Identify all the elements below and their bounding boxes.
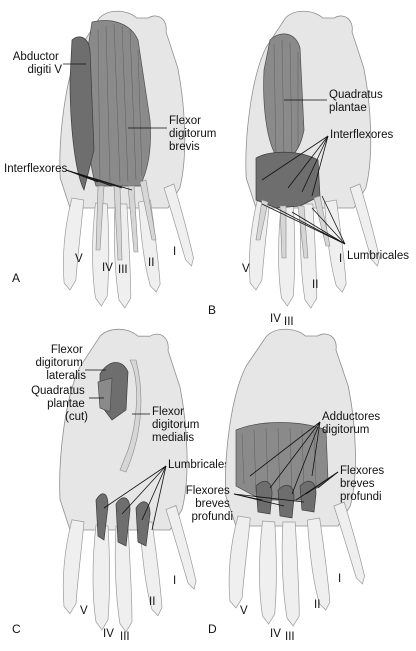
panel-d-letter: D bbox=[208, 622, 217, 636]
panel-a-interflexores-label: Interflexores bbox=[4, 163, 68, 175]
panel-d-flexores-left-label: Flexores breves profundi bbox=[186, 485, 233, 523]
panel-d-digit-i: I bbox=[338, 573, 341, 585]
panel-c-letter: C bbox=[12, 622, 21, 636]
panel-c-flexor-lateralis-label: Flexor digitorum lateralis bbox=[35, 344, 86, 382]
panel-a-interflexores-leaders bbox=[65, 169, 133, 191]
flexor-digitorum-medialis-tendon bbox=[119, 359, 142, 473]
panel-d-adductores-label: Adductores digitorum bbox=[322, 411, 383, 436]
panel-d-digit-v: V bbox=[240, 605, 248, 617]
panel-a: Abductor digiti V Flexor digitorum brevi… bbox=[4, 10, 220, 309]
panel-c-lumbricales-label: Lumbricales bbox=[168, 459, 230, 471]
panel-a-letter: A bbox=[12, 271, 20, 285]
panel-b-interflexores-label: Interflexores bbox=[330, 129, 394, 141]
panel-b-lumbricales-leaders bbox=[261, 195, 346, 245]
flexor-digitorum-brevis-fibers bbox=[97, 23, 143, 183]
panel-a-digit-v: V bbox=[75, 253, 83, 265]
panel-d: Adductores digitorum Flexores breves pro… bbox=[186, 328, 387, 643]
panel-d-digit-iv: IV bbox=[270, 628, 281, 640]
panel-c-flexor-medialis-label: Flexor digitorum medialis bbox=[152, 406, 203, 444]
panel-a-digit-ii: II bbox=[148, 257, 154, 269]
panel-b-lumbricales-tendons bbox=[255, 195, 331, 259]
panel-c-digit-iv: IV bbox=[103, 628, 114, 640]
panel-b-interflexores-muscles bbox=[255, 151, 321, 209]
panel-d-digit-ii: II bbox=[314, 599, 320, 611]
panel-d-digit-iii: III bbox=[285, 631, 295, 643]
panel-b-digit-iii: III bbox=[284, 316, 294, 328]
panel-d-flexores-breves-profundi-muscles bbox=[255, 480, 317, 519]
panel-c-digit-v: V bbox=[80, 605, 88, 617]
panel-c-digit-iii: III bbox=[120, 631, 130, 643]
panel-a-digit-i: I bbox=[173, 246, 176, 258]
panel-a-abductor-label: Abductor digiti V bbox=[13, 51, 63, 76]
panel-a-digit-iv: IV bbox=[102, 262, 113, 274]
panel-d-adductores-leaders bbox=[249, 421, 321, 495]
panel-b-digit-v: V bbox=[242, 263, 250, 275]
panel-d-flexores-right-label: Flexores breves profundi bbox=[340, 465, 387, 503]
panel-c-lumbricales-leaders bbox=[103, 465, 167, 531]
panel-b: Quadratus plantae Interflexores Lumbrica… bbox=[208, 10, 409, 328]
panel-d-flexores-left-leaders bbox=[233, 493, 305, 507]
panel-b-digit-iv: IV bbox=[270, 313, 281, 325]
panel-d-flexores-right-leaders bbox=[295, 471, 339, 501]
panel-c-lumbricales-muscles bbox=[95, 493, 151, 547]
abductor-digiti-v-muscle bbox=[69, 36, 95, 192]
panel-a-flexor-brevis-label: Flexor digitorum brevis bbox=[169, 115, 220, 153]
panel-a-tendons bbox=[95, 179, 157, 261]
quadratus-plantae-cut-muscle bbox=[97, 377, 113, 413]
panel-b-letter: B bbox=[208, 303, 216, 317]
panel-b-quadratus-label: Quadratus plantae bbox=[329, 89, 386, 114]
panel-c: Flexor digitorum lateralis Quadratus pla… bbox=[12, 328, 230, 643]
panel-a-digit-iii: III bbox=[118, 264, 128, 276]
panel-b-digit-ii: II bbox=[312, 279, 318, 291]
panel-c-digit-i: I bbox=[173, 575, 176, 587]
panel-c-quadratus-label: Quadratus plantae (cut) bbox=[31, 385, 88, 423]
panel-b-lumbricales-label: Lumbricales bbox=[347, 250, 409, 262]
panel-b-interflexores-leaders bbox=[261, 135, 329, 197]
panel-b-digit-i: I bbox=[339, 253, 342, 265]
panel-c-digit-ii: II bbox=[149, 596, 155, 608]
